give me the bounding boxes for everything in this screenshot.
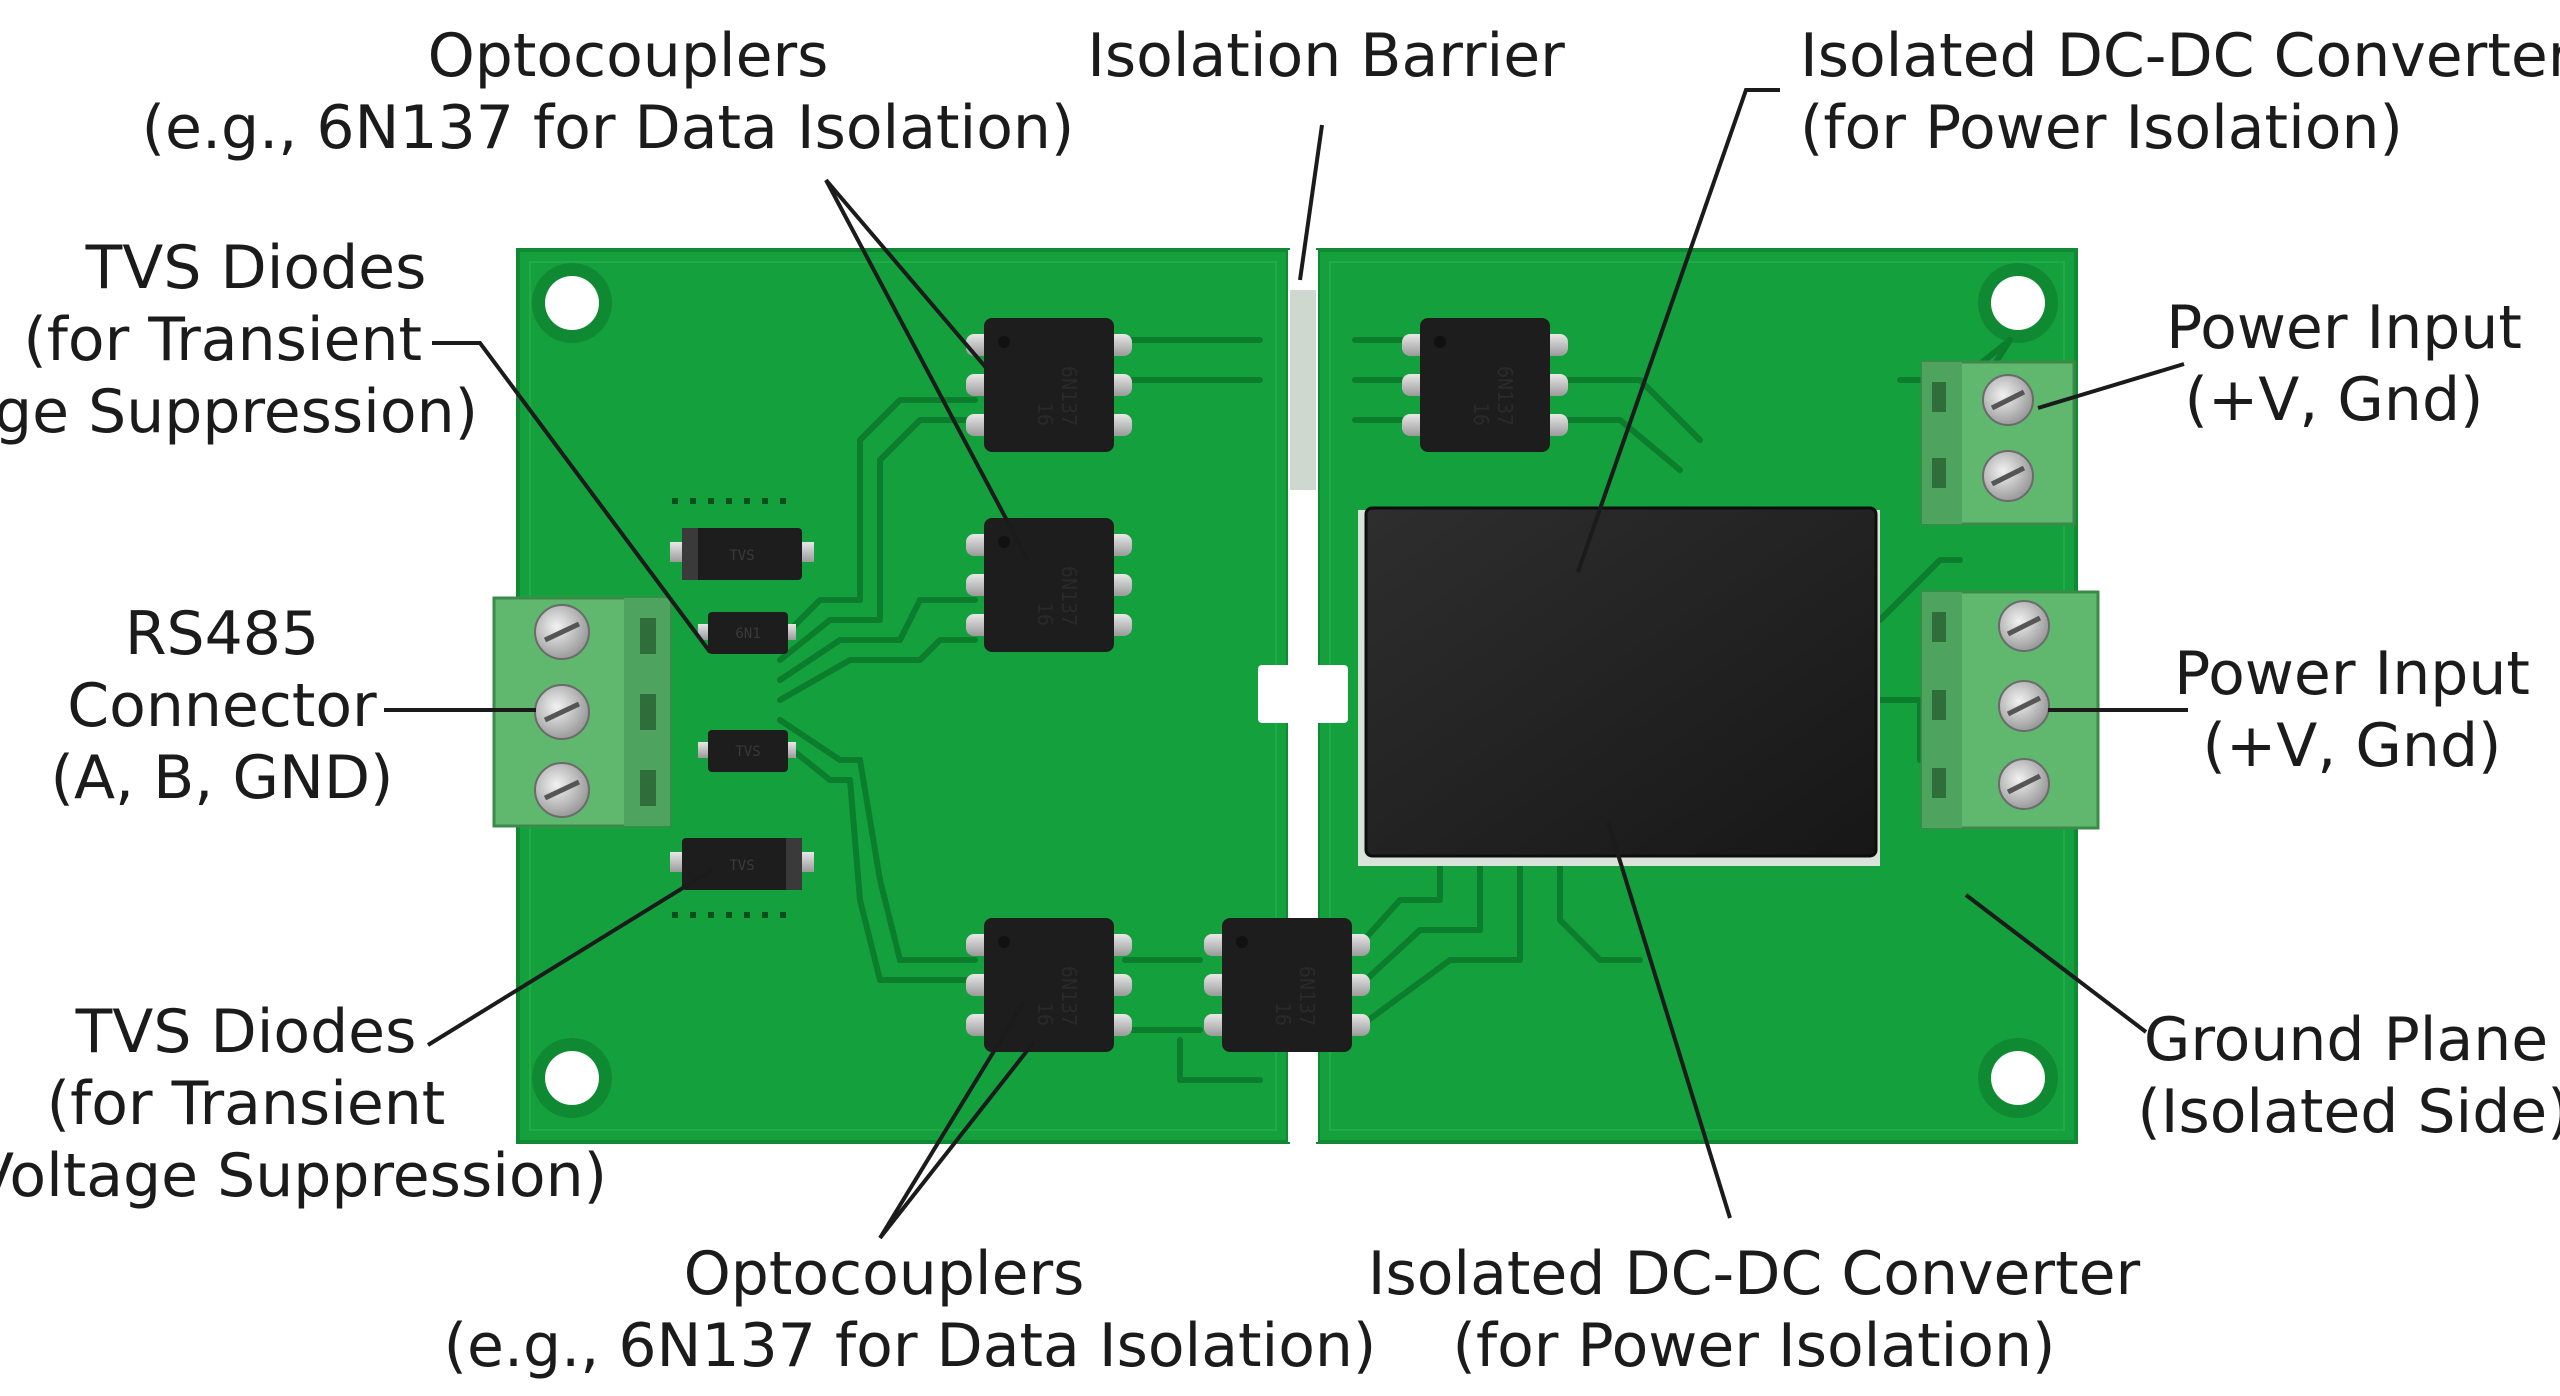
label-line: Power Input <box>2166 293 2522 363</box>
chip-date-code: 16 <box>1469 402 1493 426</box>
label-power-input-top: Power Input (+V, Gnd) <box>2166 293 2522 435</box>
chip-date-code: 16 <box>1033 402 1057 426</box>
optocoupler-chip: 6N137 16 <box>966 918 1132 1052</box>
tvs-marking: TVS <box>735 744 760 760</box>
optocoupler-chip: 6N137 16 <box>966 518 1132 652</box>
label-line: Isolated DC-DC Converter <box>1800 21 2560 91</box>
label-optocouplers-top: Optocouplers (e.g., 6N137 for Data Isola… <box>142 21 1075 163</box>
leader-line <box>2037 362 2185 410</box>
tvs-diode: TVS <box>670 838 814 890</box>
tvs-marking: TVS <box>729 548 754 564</box>
leader-line <box>878 1040 1036 1240</box>
label-line: Optocouplers <box>684 1239 1085 1309</box>
label-tvs-bottom: TVS Diodes (for Transient Voltage Suppre… <box>0 997 607 1211</box>
label-ground-plane: Ground Plane (Isolated Side) <box>2137 1005 2560 1147</box>
leader-line <box>1298 124 1324 281</box>
tvs-diode: TVS <box>698 730 796 772</box>
label-line: TVS Diodes <box>75 997 417 1067</box>
label-line: Isolation Barrier <box>1087 21 1565 91</box>
mounting-holes <box>532 263 2058 1118</box>
label-isolation-barrier: Isolation Barrier <box>1087 21 1565 91</box>
label-line: (+V, Gnd) <box>2185 365 2484 435</box>
tvs-diode: 6N1 <box>698 612 796 654</box>
chip-part-number: 6N137 <box>1295 966 1319 1026</box>
leader-lines <box>384 88 2188 1240</box>
label-line: (e.g., 6N137 for Data Isolation) <box>142 93 1075 163</box>
label-dcdc-bottom: Isolated DC-DC Converter (for Power Isol… <box>1368 1239 2141 1381</box>
label-line: (Isolated Side) <box>2137 1077 2560 1147</box>
leader-line <box>1576 88 1780 573</box>
leader-line <box>426 868 714 1047</box>
label-tvs-top: TVS Diodes (for Transient tage Suppressi… <box>0 233 478 447</box>
chip-part-number: 6N137 <box>1057 366 1081 426</box>
chip-date-code: 16 <box>1271 1002 1295 1026</box>
label-line: RS485 <box>125 599 319 669</box>
label-line: Voltage Suppression) <box>0 1141 607 1211</box>
leader-line <box>1964 893 2148 1034</box>
chip-date-code: 16 <box>1033 1002 1057 1026</box>
optocoupler-chip: 6N137 16 <box>966 318 1132 452</box>
label-line: tage Suppression) <box>0 377 478 447</box>
label-line: (+V, Gnd) <box>2203 711 2502 781</box>
leader-line <box>824 179 1030 561</box>
label-line: (e.g., 6N137 for Data Isolation) <box>444 1311 1377 1381</box>
label-line: (for Power Isolation) <box>1453 1311 2056 1381</box>
label-line: Power Input <box>2174 639 2530 709</box>
label-line: (A, B, GND) <box>51 743 394 813</box>
power-input-terminal-top <box>1920 360 2076 526</box>
chip-part-number: 6N137 <box>1493 366 1517 426</box>
chip-part-number: 6N137 <box>1057 966 1081 1026</box>
leader-line <box>824 178 990 372</box>
smd-pads <box>672 498 786 918</box>
dcdc-converter-module <box>1358 506 1880 866</box>
label-line: Optocouplers <box>428 21 829 91</box>
label-line: (for Power Isolation) <box>1800 93 2403 163</box>
label-line: Ground Plane <box>2144 1005 2548 1075</box>
label-power-input-mid: Power Input (+V, Gnd) <box>2174 639 2530 781</box>
optocoupler-chip: 6N137 16 <box>1204 918 1370 1052</box>
label-line: Connector <box>67 671 377 741</box>
label-optocouplers-bottom: Optocouplers (e.g., 6N137 for Data Isola… <box>444 1239 1377 1381</box>
tvs-diode: TVS <box>670 528 814 580</box>
chip-date-code: 16 <box>1033 602 1057 626</box>
leader-line <box>1606 821 1732 1219</box>
optocoupler-chip: 6N137 16 <box>1402 318 1568 452</box>
label-line: (for Transient <box>47 1069 446 1139</box>
label-line: TVS Diodes <box>85 233 427 303</box>
tvs-marking: TVS <box>729 858 754 874</box>
label-line: (for Transient <box>23 305 422 375</box>
chip-part-number: 6N137 <box>1057 566 1081 626</box>
leader-line <box>432 341 712 654</box>
leader-line <box>878 1000 1026 1240</box>
label-line: Isolated DC-DC Converter <box>1368 1239 2141 1309</box>
label-rs485: RS485 Connector (A, B, GND) <box>51 599 394 813</box>
tvs-marking: 6N1 <box>735 626 760 642</box>
rs485-terminal-block <box>492 596 672 828</box>
label-dcdc-top: Isolated DC-DC Converter (for Power Isol… <box>1800 21 2560 163</box>
